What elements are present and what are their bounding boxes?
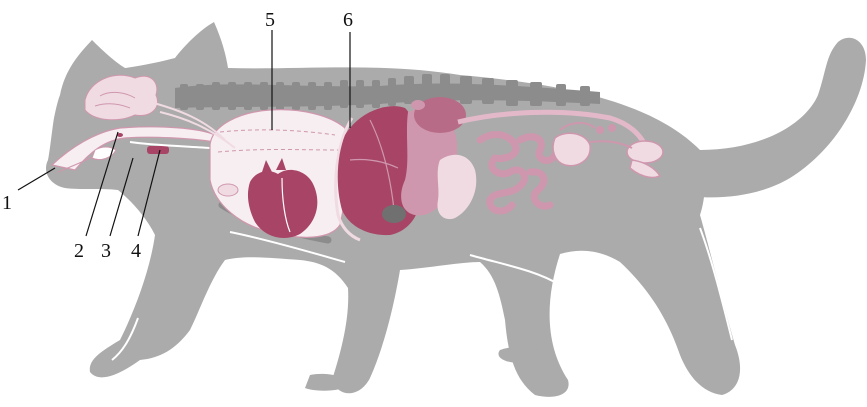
- label-6: 6: [343, 9, 353, 31]
- thymus: [218, 184, 238, 196]
- label-3: 3: [101, 240, 111, 262]
- thyroid-gland: [147, 146, 169, 154]
- cat-tail: [690, 38, 866, 198]
- gall-bladder: [382, 205, 406, 223]
- label-2: 2: [74, 240, 84, 262]
- label-4: 4: [131, 240, 141, 262]
- leader-line-1: [18, 168, 55, 190]
- adrenal: [411, 100, 425, 110]
- label-5: 5: [265, 9, 275, 31]
- label-1: 1: [2, 192, 12, 214]
